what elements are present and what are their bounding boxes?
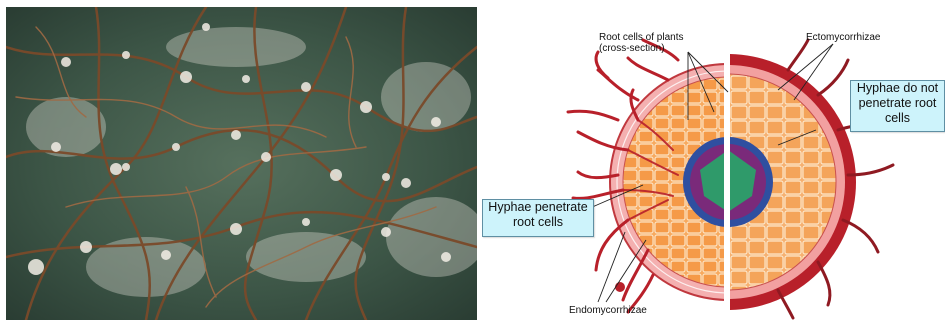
ectomycorrhizae-label: Ectomycorrhizae: [806, 32, 880, 43]
root-cells-label-line1: Root cells of plants: [599, 32, 684, 43]
ecto-callout-line3: cells: [851, 111, 944, 126]
root-cross-section: [478, 0, 945, 320]
ecto-callout: Hyphae do not penetrate root cells: [850, 80, 945, 132]
root-cells-label: Root cells of plants (cross-section): [599, 32, 684, 54]
mycelium-photo: [6, 7, 477, 320]
ecto-callout-line2: penetrate root: [851, 96, 944, 111]
root-cells-label-line2: (cross-section): [599, 43, 684, 54]
endo-callout-line2: root cells: [483, 215, 593, 230]
ecto-callout-line1: Hyphae do not: [851, 81, 944, 96]
endo-callout-line1: Hyphae penetrate: [483, 200, 593, 215]
mycelium-photo-drawing: [6, 7, 477, 320]
endomycorrhizae-label: Endomycorrhizae: [569, 305, 647, 316]
endo-callout: Hyphae penetrate root cells: [482, 199, 594, 237]
mycorrhizae-diagram: Root cells of plants (cross-section) Ect…: [478, 0, 945, 320]
